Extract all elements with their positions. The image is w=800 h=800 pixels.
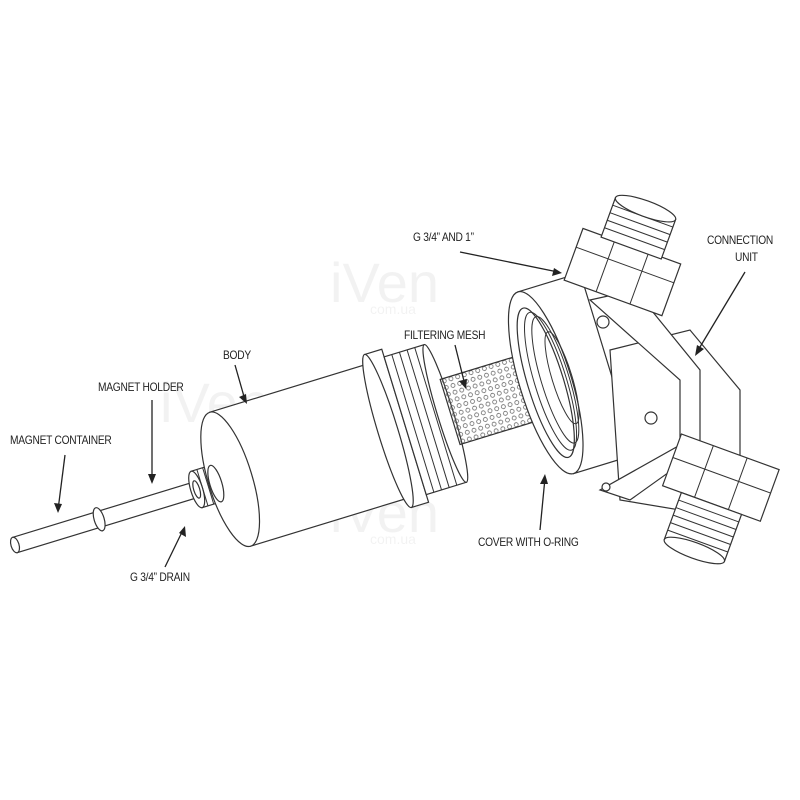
magnet-container — [9, 478, 210, 554]
label-body: BODY — [223, 348, 251, 362]
label-connection-unit-1: CONNECTION — [707, 233, 774, 247]
label-filtering-mesh: FILTERING MESH — [404, 328, 486, 342]
label-thread: G 3/4” AND 1” — [413, 230, 474, 244]
body — [200, 343, 469, 548]
connection-unit — [563, 194, 780, 565]
leader-arrows — [54, 251, 746, 568]
label-magnet-container: MAGNET CONTAINER — [10, 433, 112, 447]
label-connection-unit-2: UNIT — [735, 250, 758, 264]
label-magnet-holder: MAGNET HOLDER — [98, 380, 184, 394]
cover — [507, 272, 637, 475]
label-cover: COVER WITH O-RING — [478, 535, 579, 549]
label-drain: G 3/4” DRAIN — [130, 570, 190, 584]
